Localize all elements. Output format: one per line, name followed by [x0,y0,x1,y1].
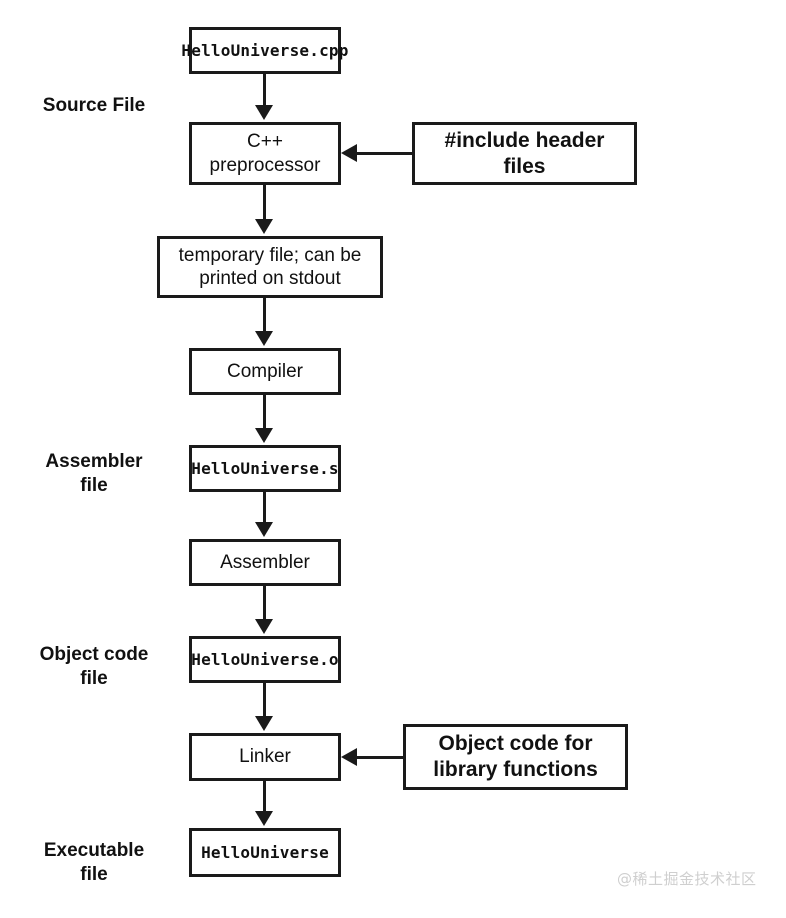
stage-label-assembler-file: Assembler file [45,451,143,496]
connector-temporary-file-to-compiler [263,298,266,333]
stage-label-object-code-file: Object code file [39,644,149,689]
stage-label-executable-file: Executable file [43,840,145,885]
connector-preprocessor-to-temporary-file [263,185,266,219]
connector-cpp-to-preprocessor [263,74,266,107]
arrowhead-include-to-preprocessor [341,144,357,162]
node-temporary-file[interactable]: temporary file; can be printed on stdout [157,236,383,298]
arrowhead-linker-to-hellouniverse [255,811,273,826]
arrowhead-hellouniverse-s-to-assembler [255,522,273,537]
connector-include-to-preprocessor [357,152,413,155]
node-include-header-files[interactable]: #include header files [412,122,637,185]
stage-label-source-file: Source File [42,95,146,116]
connector-library-to-linker [357,756,404,759]
node-assembler[interactable]: Assembler [189,539,341,586]
connector-assembler-to-hellouniverse-o [263,586,266,620]
arrowhead-hellouniverse-o-to-linker [255,716,273,731]
node-hellouniverse[interactable]: HelloUniverse [189,828,341,877]
watermark: @稀土掘金技术社区 [617,870,757,888]
connector-linker-to-hellouniverse [263,781,266,812]
node-cpp-preprocessor[interactable]: C++ preprocessor [189,122,341,185]
arrowhead-compiler-to-hellouniverse-s [255,428,273,443]
arrowhead-preprocessor-to-temporary-file [255,219,273,234]
node-object-code-library[interactable]: Object code for library functions [403,724,628,790]
arrowhead-cpp-to-preprocessor [255,105,273,120]
node-hellouniverse-s[interactable]: HelloUniverse.s [189,445,341,492]
arrowhead-temporary-file-to-compiler [255,331,273,346]
connector-hellouniverse-s-to-assembler [263,492,266,524]
connector-hellouniverse-o-to-linker [263,683,266,717]
node-hellouniverse-o[interactable]: HelloUniverse.o [189,636,341,683]
node-hellouniverse-cpp[interactable]: HelloUniverse.cpp [181,27,348,74]
arrowhead-library-to-linker [341,748,357,766]
connector-compiler-to-hellouniverse-s [263,395,266,428]
arrowhead-assembler-to-hellouniverse-o [255,619,273,634]
node-linker[interactable]: Linker [189,733,341,781]
node-compiler[interactable]: Compiler [189,348,341,395]
